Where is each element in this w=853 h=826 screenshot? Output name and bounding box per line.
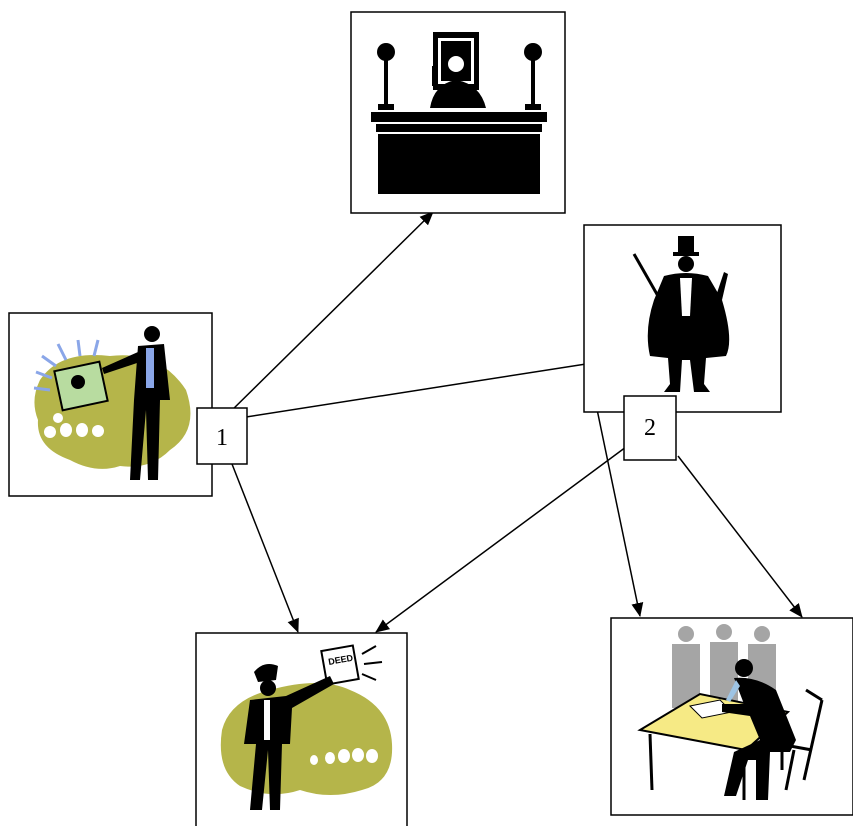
magician-with-wand-icon bbox=[632, 236, 730, 392]
edge-2-to-signing bbox=[677, 455, 803, 618]
node-judge bbox=[350, 11, 566, 214]
judge-at-bench-icon bbox=[371, 32, 547, 194]
node-presenter bbox=[8, 312, 213, 497]
node-signing bbox=[610, 617, 853, 816]
badge-2-label: 2 bbox=[644, 415, 656, 441]
deed-sign-text: DEED bbox=[327, 653, 354, 667]
edge-1-to-judge bbox=[225, 211, 434, 417]
man-signing-document-at-table-icon bbox=[637, 624, 824, 800]
badge-1: 1 bbox=[196, 407, 248, 465]
node-deed-holder: DEED bbox=[195, 632, 408, 826]
edge-2-to-deed-holder bbox=[375, 446, 627, 633]
node-magician bbox=[583, 224, 782, 413]
man-presenting-certificate-icon bbox=[33, 326, 191, 480]
man-holding-deed-icon: DEED bbox=[220, 644, 393, 810]
badge-2: 2 bbox=[623, 395, 677, 461]
edge-1-to-magician bbox=[245, 363, 587, 418]
badge-1-label: 1 bbox=[216, 425, 228, 451]
edge-1-to-deed-holder bbox=[231, 463, 299, 633]
